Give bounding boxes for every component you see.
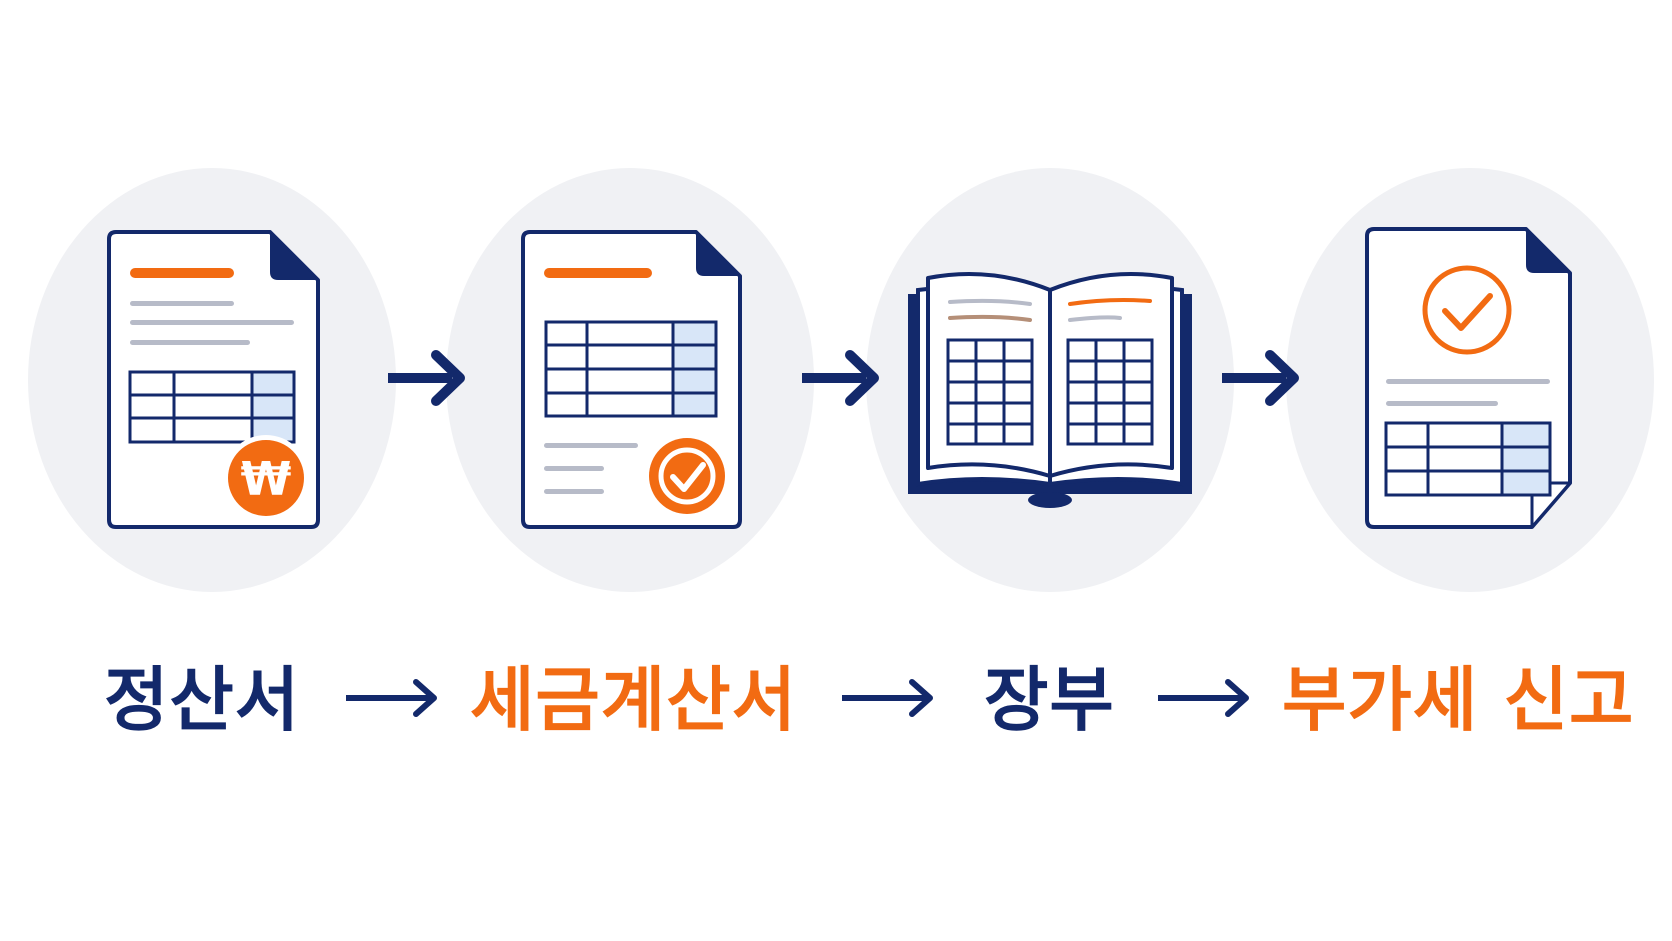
right-arrow-icon (346, 679, 437, 717)
step-3-label: 장부 (984, 659, 1115, 741)
open-ledger-book-icon (908, 272, 1192, 508)
invoice-with-won-icon: ₩ (107, 230, 320, 529)
vat-filing-check-icon (1365, 227, 1572, 529)
right-arrow-icon (388, 350, 465, 406)
right-arrow-icon (802, 350, 879, 406)
won-symbol-badge: ₩ (241, 452, 292, 506)
right-arrow-icon (1158, 679, 1249, 717)
step-2-label: 세금계산서 (470, 659, 797, 741)
step-4-label: 부가세 신고 (1282, 659, 1635, 741)
tax-invoice-check-icon (521, 230, 742, 529)
step-1-label: 정산서 (104, 659, 301, 741)
right-arrow-icon (842, 679, 933, 717)
right-arrow-icon (1222, 350, 1299, 406)
